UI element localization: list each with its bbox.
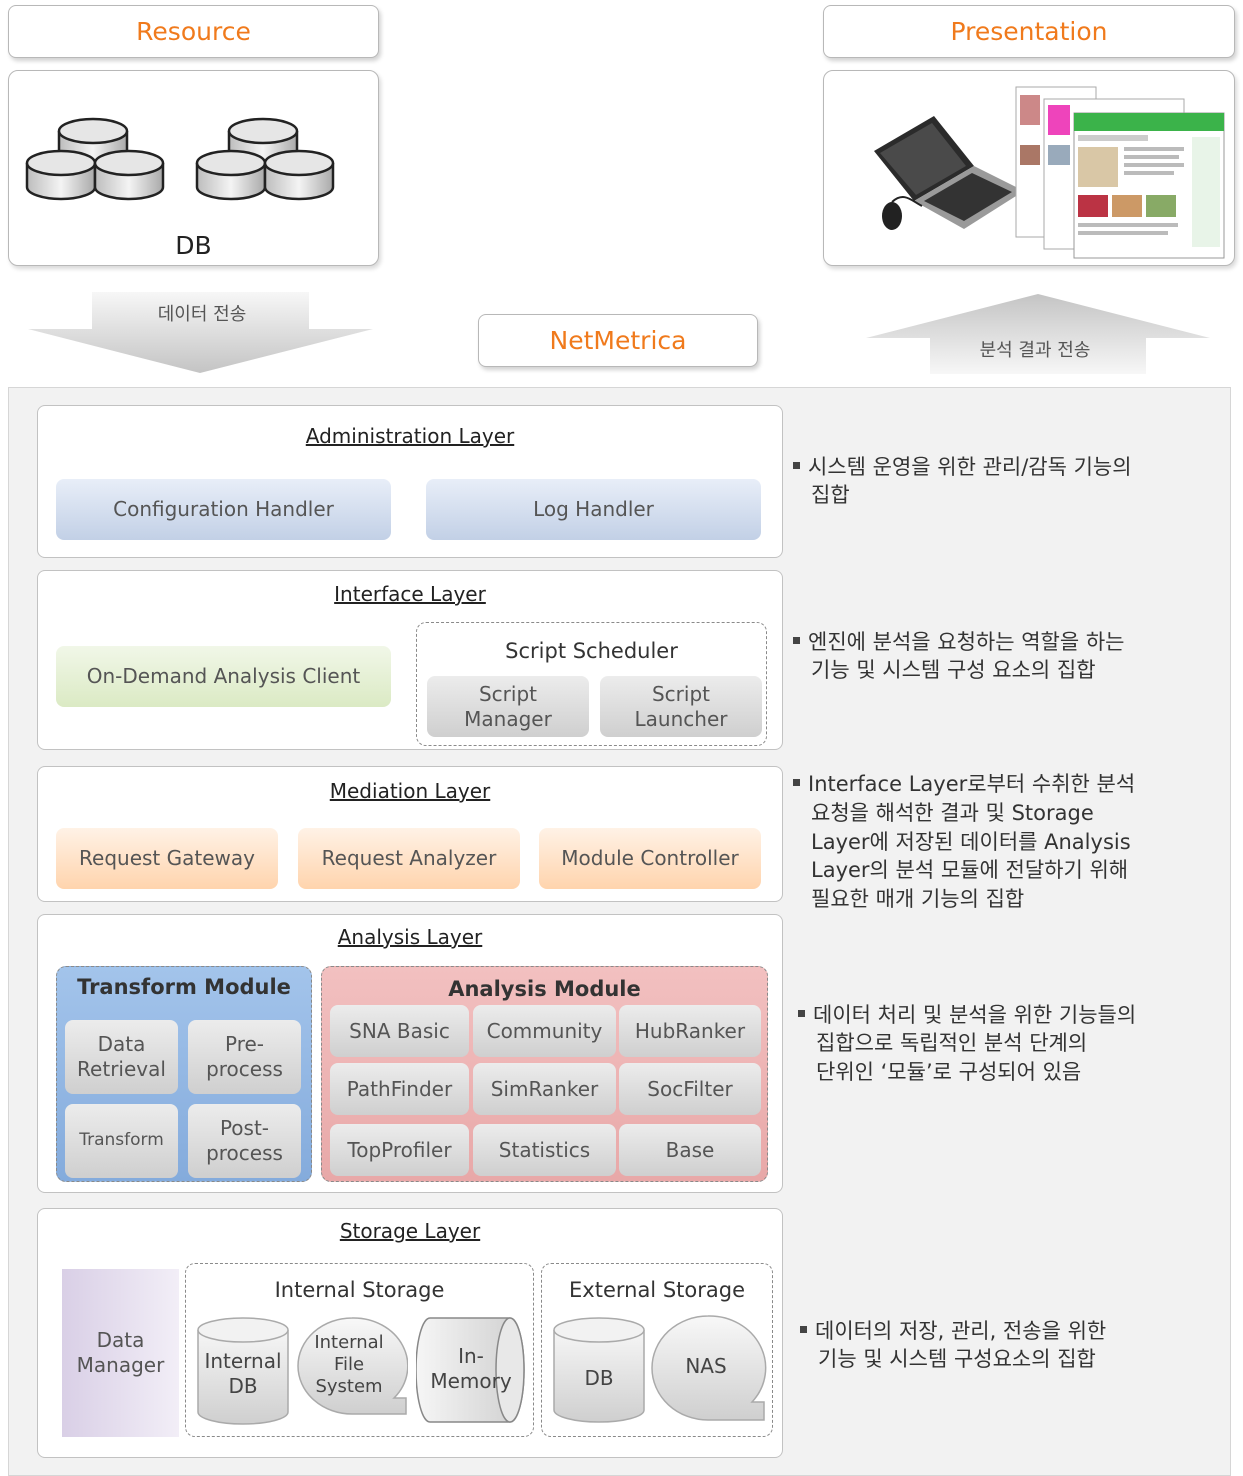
- internal-storage-title: Internal Storage: [274, 1278, 445, 1302]
- administration-layer-description: 시스템 운영을 위한 관리/감독 기능의 집합: [793, 453, 1213, 510]
- analysis-module: Analysis Module SNA Basic Community HubR…: [321, 966, 768, 1182]
- pathfinder: PathFinder: [330, 1063, 469, 1115]
- internal-db-cylinder-icon: [197, 1317, 289, 1425]
- on-demand-analysis-client: On-Demand Analysis Client: [56, 646, 391, 707]
- module-controller: Module Controller: [539, 828, 761, 889]
- base: Base: [619, 1124, 761, 1176]
- request-gateway: Request Gateway: [56, 828, 278, 889]
- external-storage: External Storage DB NAS: [541, 1263, 773, 1437]
- statistics: Statistics: [473, 1124, 616, 1176]
- presentation-title: Presentation: [950, 17, 1108, 46]
- interface-layer-description: 엔진에 분석을 요청하는 역할을 하는 기능 및 시스템 구성 요소의 집합: [793, 628, 1213, 685]
- pre-process: Pre-process: [188, 1020, 301, 1094]
- storage-layer-description: 데이터의 저장, 관리, 전송을 위한 기능 및 시스템 구성요소의 집합: [800, 1317, 1220, 1374]
- internal-file-system-disk-icon: [297, 1317, 408, 1415]
- request-analyzer: Request Analyzer: [298, 828, 520, 889]
- configuration-handler: Configuration Handler: [56, 479, 391, 540]
- database-stack-icon: [25, 117, 165, 201]
- resource-title: Resource: [136, 17, 251, 46]
- netmetrica-title: NetMetrica: [549, 326, 687, 355]
- analysis-layer-description: 데이터 처리 및 분석을 위한 기능들의 집합으로 독립적인 분석 단계의 단위…: [798, 1001, 1218, 1086]
- laptop-icon: [874, 116, 1024, 230]
- hubranker: HubRanker: [619, 1005, 761, 1057]
- nas-disk-icon: [651, 1315, 767, 1421]
- mediation-layer-description: Interface Layer로부터 수취한 분석 요청을 해석한 결과 및 S…: [793, 770, 1213, 914]
- mediation-layer: Mediation Layer Request Gateway Request …: [37, 766, 783, 902]
- down-arrow-label: 데이터 전송: [157, 304, 247, 325]
- down-arrow-icon: [28, 292, 373, 373]
- topprofiler: TopProfiler: [330, 1124, 469, 1176]
- resource-title-box: Resource: [8, 5, 379, 58]
- transform-module-title: Transform Module: [77, 975, 291, 999]
- in-memory-cylinder-icon: [416, 1317, 525, 1423]
- analysis-module-title: Analysis Module: [448, 977, 641, 1001]
- resource-panel: DB: [8, 70, 379, 266]
- socfilter: SocFilter: [619, 1063, 761, 1115]
- presentation-panel: [823, 70, 1235, 266]
- web-page-screenshots-icon: [1015, 86, 1225, 259]
- external-db-label: DB: [584, 1366, 614, 1390]
- in-memory-label: In-Memory: [430, 1344, 512, 1393]
- administration-layer: Administration Layer Configuration Handl…: [37, 405, 783, 558]
- community: Community: [473, 1005, 616, 1057]
- sna-basic: SNA Basic: [330, 1005, 469, 1057]
- simranker: SimRanker: [473, 1063, 616, 1115]
- post-process: Post-process: [188, 1104, 301, 1178]
- up-arrow-icon: [866, 294, 1210, 374]
- interface-layer-title: Interface Layer: [334, 582, 486, 606]
- interface-layer: Interface Layer On-Demand Analysis Clien…: [37, 570, 783, 750]
- storage-layer-title: Storage Layer: [339, 1219, 481, 1243]
- presentation-title-box: Presentation: [823, 5, 1235, 58]
- external-storage-title: External Storage: [569, 1278, 745, 1302]
- nas-label: NAS: [685, 1354, 727, 1378]
- resource-db-label: DB: [175, 231, 212, 260]
- analysis-layer-title: Analysis Layer: [337, 925, 483, 949]
- log-handler: Log Handler: [426, 479, 761, 540]
- database-stack-icon: [195, 117, 335, 201]
- mediation-layer-title: Mediation Layer: [329, 779, 491, 803]
- up-arrow-label: 분석 결과 전송: [979, 340, 1091, 361]
- administration-layer-title: Administration Layer: [305, 424, 515, 448]
- script-scheduler-title: Script Scheduler: [505, 639, 678, 663]
- transform: Transform: [65, 1104, 178, 1178]
- netmetrica-title-box: NetMetrica: [478, 314, 758, 367]
- external-db-cylinder-icon: [553, 1317, 645, 1423]
